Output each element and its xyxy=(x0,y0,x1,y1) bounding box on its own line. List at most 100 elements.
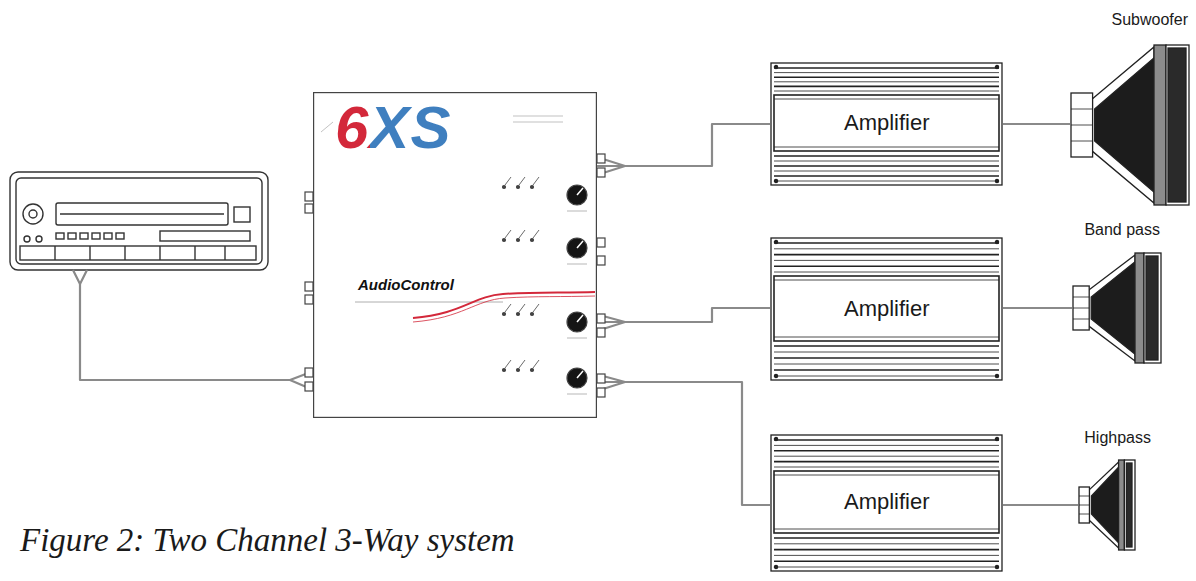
amplifier-chassis-part xyxy=(774,461,999,463)
amplifier-chassis-part xyxy=(774,445,999,446)
speaker-driver xyxy=(1073,253,1161,363)
crossover-chassis-part xyxy=(505,230,511,238)
speaker-box: Subwoofer xyxy=(1070,10,1190,205)
speaker-driver-part xyxy=(1091,467,1118,543)
head-unit-part xyxy=(116,233,124,239)
speaker-driver-part xyxy=(1095,58,1154,192)
speaker-art xyxy=(1072,220,1162,363)
amplifier-chassis-part xyxy=(774,95,999,151)
crossover-chassis-part xyxy=(321,122,333,132)
crossover-chassis-part xyxy=(533,304,539,312)
speaker-driver-part xyxy=(1073,308,1089,309)
amplifier-label: Amplifier xyxy=(840,489,934,515)
crossover-chassis-part xyxy=(503,186,506,189)
crossover-chassis-part xyxy=(305,295,313,304)
crossover-chassis-part xyxy=(567,264,587,265)
amplifier-chassis-part xyxy=(774,560,999,562)
head-unit-part xyxy=(36,236,42,242)
speaker-heading-row: Subwoofer xyxy=(1070,10,1190,32)
head-unit-part xyxy=(54,246,55,260)
speaker-heading-row: Highpass xyxy=(1078,428,1153,450)
crossover-chassis-part xyxy=(413,292,595,318)
amplifier-chassis-part xyxy=(995,437,998,440)
speaker-driver-part xyxy=(1071,109,1093,110)
speaker-driver-part xyxy=(1088,255,1135,361)
crossover-chassis xyxy=(305,93,605,418)
crossover-chassis-part xyxy=(577,371,583,378)
amplifier-chassis-part xyxy=(774,565,777,568)
amplifier-chassis-part xyxy=(774,99,999,100)
amplifier-chassis-part xyxy=(774,65,777,68)
head-unit-part xyxy=(56,233,64,239)
input-cable-part xyxy=(80,284,290,380)
amplifier-chassis-part xyxy=(774,437,777,440)
amplifier-chassis xyxy=(771,238,1002,380)
speaker-label: Highpass xyxy=(1082,428,1153,448)
crossover-chassis-part xyxy=(533,177,539,185)
speaker-driver-part xyxy=(1144,253,1161,363)
amplifier-chassis-part xyxy=(774,337,999,338)
crossover-chassis-part xyxy=(567,211,587,212)
amplifier-chassis-part xyxy=(774,276,999,341)
speaker-heading-row: Band pass xyxy=(1072,220,1162,242)
input-cable-part xyxy=(73,270,87,284)
head-unit xyxy=(10,172,268,270)
speaker-driver-part xyxy=(1119,460,1125,550)
crossover-chassis-part xyxy=(531,239,534,242)
crossover-chassis-part xyxy=(597,314,605,323)
speaker-driver-part xyxy=(1071,141,1093,142)
amplifier-chassis-part xyxy=(995,65,998,68)
amplifier-label: Amplifier xyxy=(840,110,934,136)
crossover-chassis-part xyxy=(519,360,525,368)
amplifier-chassis-part xyxy=(774,345,999,347)
amplifier-chassis-part xyxy=(771,435,1002,571)
crossover-chassis-part xyxy=(305,382,313,391)
speaker-label: Band pass xyxy=(1082,220,1162,240)
speaker-driver-part xyxy=(1135,253,1144,363)
model-logo: 6XS xyxy=(335,96,451,160)
crossover-chassis-part xyxy=(517,369,520,372)
amplifier-chassis-part xyxy=(774,254,999,256)
head-unit-part xyxy=(29,210,37,218)
amplifier-chassis-part xyxy=(774,537,999,539)
crossover-chassis-part xyxy=(305,204,313,213)
amplifier-chassis-part xyxy=(774,543,999,544)
amplifier-chassis-part xyxy=(771,238,1002,380)
amplifier-chassis-part xyxy=(774,467,999,468)
head-unit-part xyxy=(92,233,100,239)
crossover-chassis-part xyxy=(531,369,534,372)
speaker-driver-part xyxy=(1124,460,1135,550)
signal-cable xyxy=(1003,307,1072,309)
speaker-driver-part xyxy=(1092,47,1154,203)
speaker-label: Subwoofer xyxy=(1110,10,1191,30)
amplifier-box: Amplifier xyxy=(770,237,1003,381)
crossover-chassis-part xyxy=(305,192,313,201)
signal-cable xyxy=(597,124,770,166)
crossover-chassis-part xyxy=(533,360,539,368)
crossover-chassis-part xyxy=(567,185,587,205)
head-unit-part xyxy=(160,231,250,241)
crossover-chassis-part xyxy=(513,122,563,123)
amplifier-chassis-part xyxy=(774,161,999,162)
amplifier-chassis-part xyxy=(774,272,999,273)
crossover-chassis-part xyxy=(503,369,506,372)
crossover-chassis-part xyxy=(505,177,511,185)
crossover-chassis-part xyxy=(531,186,534,189)
amplifier-chassis-part xyxy=(774,439,999,441)
speaker-driver-part xyxy=(1079,496,1089,497)
amplifier-chassis-part xyxy=(774,155,999,157)
amplifier-chassis-part xyxy=(774,72,999,73)
speaker-driver-part xyxy=(1079,514,1089,515)
speaker-box: Highpass xyxy=(1078,428,1153,550)
head-unit-part xyxy=(104,233,112,239)
crossover-chassis-part xyxy=(519,230,525,238)
head-unit-part xyxy=(24,236,30,242)
speaker-driver-part xyxy=(1146,256,1158,360)
amplifier-chassis-part xyxy=(774,280,999,281)
head-unit-part xyxy=(16,178,262,264)
crossover-chassis-part xyxy=(597,238,605,247)
speaker-driver xyxy=(1079,460,1135,550)
crossover-chassis-part xyxy=(597,256,605,265)
amplifier-chassis-part xyxy=(774,529,999,530)
crossover-chassis-part xyxy=(597,168,605,177)
